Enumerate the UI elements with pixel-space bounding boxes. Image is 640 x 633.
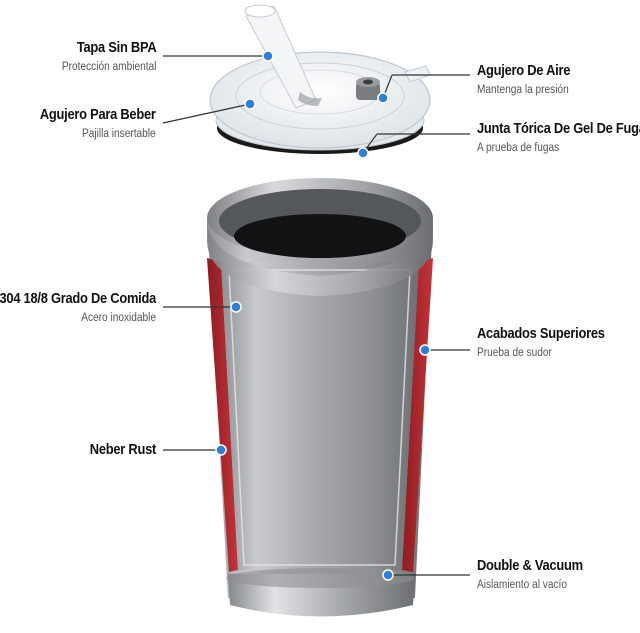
callout-subtitle: A prueba de fugas [477,142,560,154]
marker-vacuum [382,569,394,581]
tumbler-body [207,178,433,617]
inner-wall-left [207,258,238,572]
callout-subtitle: Acero inoxidable [81,312,156,324]
callout-subtitle: Mantenga la presión [477,84,569,96]
callout-gasket: Junta Tórica De Gel De Fugas A prueba de… [477,120,640,154]
callout-bpa-lid: Tapa Sin BPA Protección ambiental [49,39,156,73]
callout-subtitle: Pajilla insertable [82,128,156,140]
callout-never-rust: Neber Rust [79,441,157,458]
callout-finish: Acabados Superiores Prueba de sudor [477,325,626,359]
callout-title: Junta Tórica De Gel De Fugas [477,120,640,137]
marker-bpa-lid [262,50,274,62]
callout-title: 304 18/8 Grado De Comida [0,290,156,307]
markers [215,50,431,581]
marker-rust [215,444,227,456]
callout-title: Agujero Para Beber [40,106,156,123]
leader-lines [162,55,470,576]
callout-title: Double & Vacuum [477,557,583,574]
marker-steel [230,301,242,313]
callout-drink-hole: Agujero Para Beber Pajilla insertable [21,106,156,140]
callout-subtitle: Prueba de sudor [477,347,552,359]
marker-drink-hole [244,98,256,110]
tumbler-lid [209,4,431,154]
marker-gasket [357,147,369,159]
callout-subtitle: Aislamiento al vacío [477,579,568,591]
callout-double-vacuum: Double & Vacuum Aislamiento al vacío [477,557,600,591]
callout-steel-grade: 304 18/8 Grado De Comida Acero inoxidabl… [0,290,156,324]
callout-title: Acabados Superiores [477,325,605,342]
marker-finish [419,344,431,356]
callout-air-hole: Agujero De Aire Mantenga la presión [477,62,585,96]
callout-title: Agujero De Aire [477,62,571,79]
marker-air-hole [377,92,389,104]
leader-drink-hole [162,103,251,124]
callout-title: Tapa Sin BPA [76,39,156,56]
callout-subtitle: Protección ambiental [61,61,156,73]
inner-wall-right [402,258,433,572]
callout-title: Neber Rust [89,441,157,458]
